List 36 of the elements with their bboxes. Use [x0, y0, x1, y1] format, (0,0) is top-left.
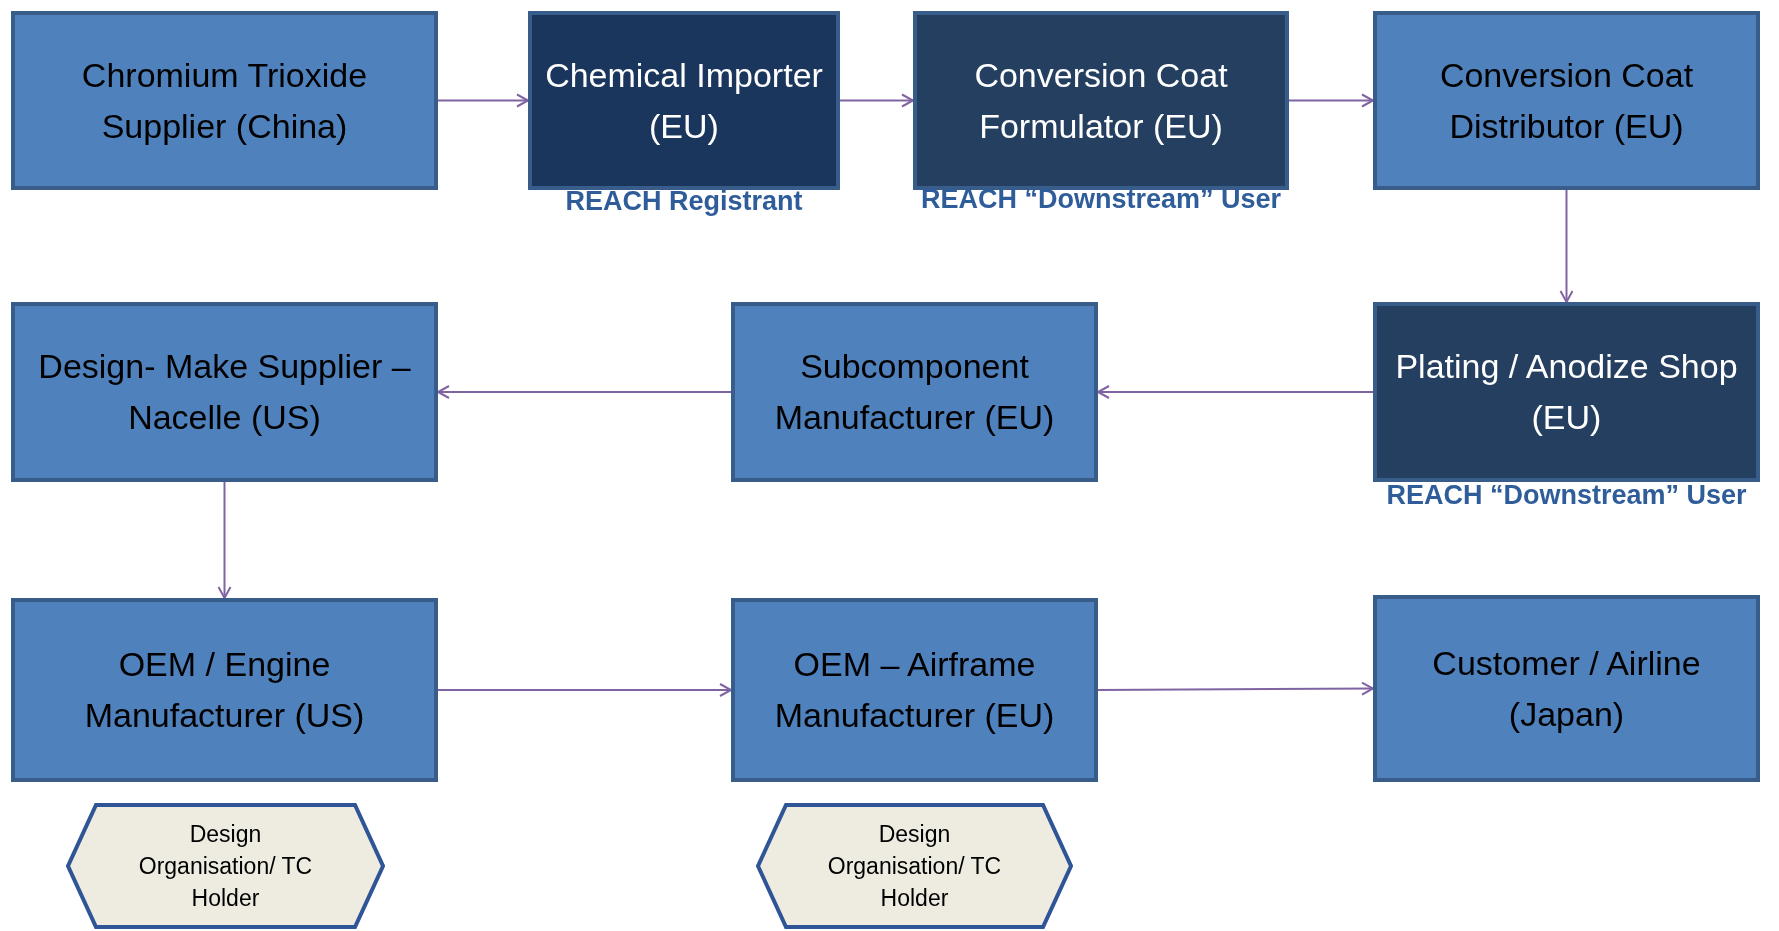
process-box — [1373, 11, 1760, 190]
node-label: Customer / Airline (Japan) — [1431, 642, 1702, 735]
node-label: Conversion Coat Distributor (EU) — [1438, 54, 1695, 147]
node-label: Design Organisation/ TC Holder — [826, 819, 1003, 914]
process-box — [731, 598, 1098, 782]
node-label: Plating / Anodize Shop (EU) — [1394, 346, 1739, 438]
arrow — [437, 683, 732, 697]
node-label: Conversion Coat Formulator (EU) — [973, 54, 1229, 147]
arrow — [217, 481, 232, 599]
process-box — [913, 11, 1289, 190]
role-label: REACH Registrant — [565, 186, 803, 217]
hexagon-shape — [66, 803, 385, 929]
arrow — [839, 93, 914, 108]
node-label: Design Organisation/ TC Holder — [137, 819, 314, 914]
process-box — [1373, 595, 1760, 782]
node-label: Subcomponent Manufacturer (EU) — [773, 346, 1056, 438]
process-box — [731, 302, 1098, 482]
arrow — [1097, 681, 1374, 696]
arrow — [437, 93, 529, 108]
role-label: REACH “Downstream” User — [1386, 480, 1747, 511]
process-box — [11, 11, 438, 190]
process-box — [11, 302, 438, 482]
node-label: OEM – Airframe Manufacturer (EU) — [773, 644, 1056, 736]
node-label: Design- Make Supplier – Nacelle (US) — [37, 346, 412, 438]
process-box — [1373, 302, 1760, 482]
node-label: Chemical Importer (EU) — [544, 54, 824, 147]
role-label: REACH “Downstream” User — [920, 184, 1282, 215]
hexagon-shape — [756, 803, 1073, 929]
arrow — [1288, 93, 1374, 108]
arrow — [1559, 189, 1574, 303]
process-box — [11, 598, 438, 782]
node-label: OEM / Engine Manufacturer (US) — [83, 644, 366, 736]
arrow — [437, 385, 732, 399]
node-label: Chromium Trioxide Supplier (China) — [80, 54, 369, 147]
process-box — [528, 11, 840, 190]
arrow — [1097, 385, 1374, 399]
